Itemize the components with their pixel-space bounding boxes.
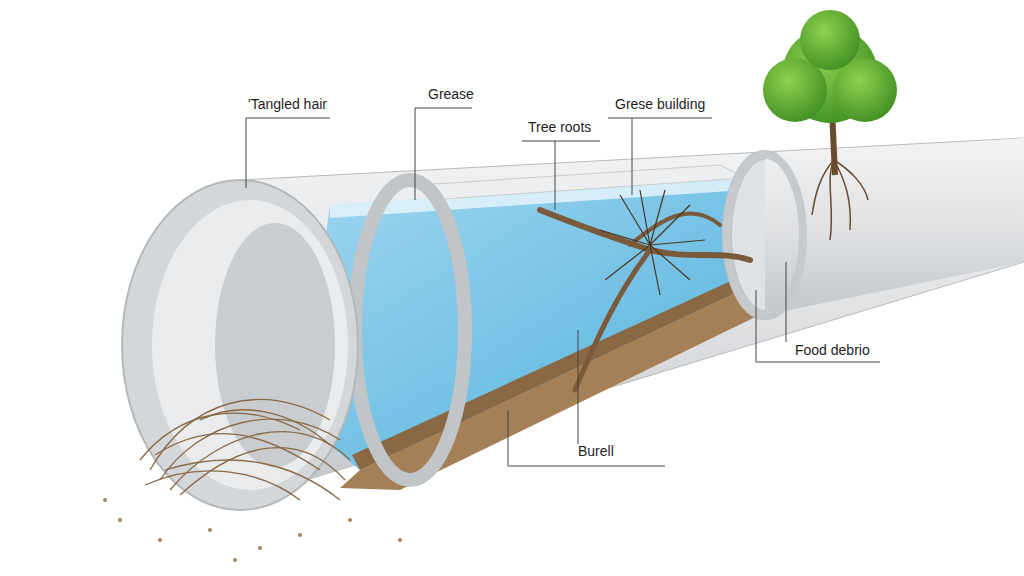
part-label: Burell xyxy=(578,443,614,459)
part-label: Tree roots xyxy=(528,119,591,135)
leader-lines xyxy=(246,108,880,466)
part-label: Food debrio xyxy=(795,342,870,358)
part-label: Grese building xyxy=(615,96,705,112)
part-label: Grease xyxy=(428,86,474,102)
part-label: 'Tangled hair xyxy=(248,96,327,112)
